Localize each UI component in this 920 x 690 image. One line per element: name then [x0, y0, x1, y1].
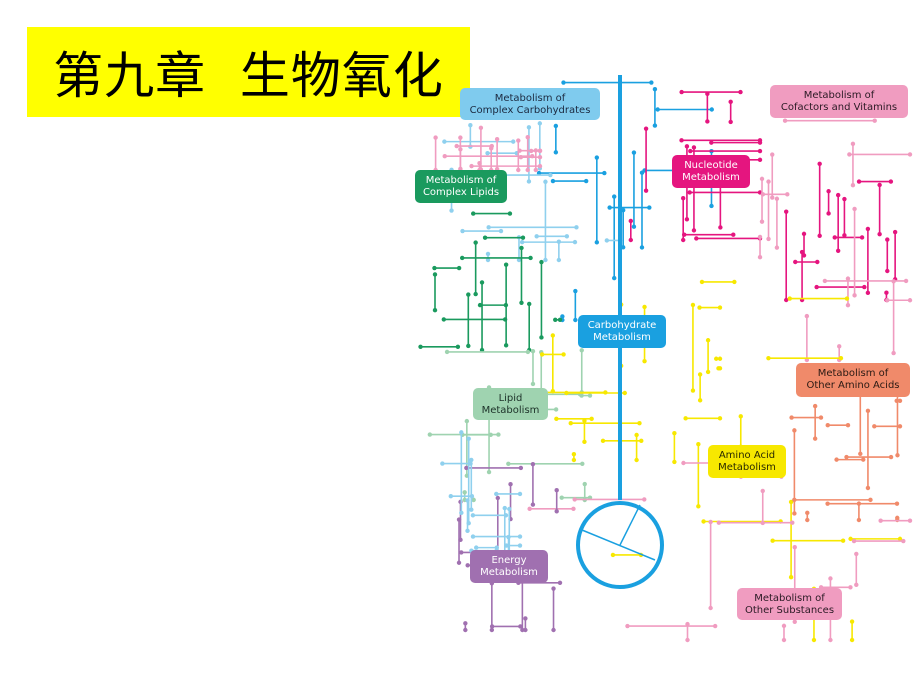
label-text: Other Amino Acids	[806, 380, 899, 391]
label-text: Metabolism of	[426, 175, 497, 186]
label-text: Cofactors and Vitamins	[781, 102, 897, 113]
label-text: Metabolism	[482, 405, 540, 416]
slide-title: 第九章 生物氧化	[27, 27, 470, 117]
label-text: Metabolism of	[804, 90, 875, 101]
label-text: Amino Acid	[719, 450, 775, 461]
label-text: Carbohydrate	[588, 320, 657, 331]
label-text: Complex Carbohydrates	[470, 105, 591, 116]
label-text: Other Substances	[745, 605, 834, 616]
label-text: Metabolism	[718, 462, 776, 473]
label-text: Energy	[491, 555, 526, 566]
label-text: Metabolism of	[754, 593, 825, 604]
label-text: Metabolism of	[495, 93, 566, 104]
label-text: Lipid	[499, 393, 523, 404]
main-carbohydrate-trunk	[576, 75, 664, 589]
label-text: Complex Lipids	[423, 187, 499, 198]
tca-cycle	[576, 501, 664, 589]
label-text: Metabolism of	[818, 368, 889, 379]
label-text: Metabolism	[593, 332, 651, 343]
label-text: Metabolism	[682, 172, 740, 183]
label-text: Nucleotide	[684, 160, 738, 171]
label-text: Metabolism	[480, 567, 538, 578]
